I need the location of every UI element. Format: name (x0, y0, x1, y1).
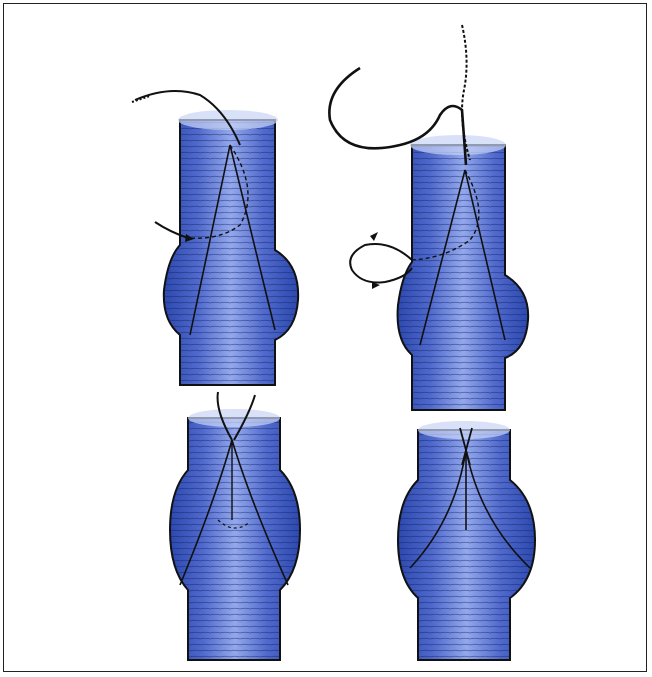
panel-bottom-left (170, 392, 300, 660)
vessel-cut-edge (178, 110, 278, 130)
vessel-hatching (164, 120, 298, 385)
vessel-hatching (398, 145, 529, 410)
arrowhead-icon (370, 232, 378, 241)
panel-top-right (329, 25, 528, 410)
vessel-cut-edge (188, 409, 280, 427)
vessel-cut-edge (410, 135, 506, 155)
suture-loop (350, 244, 412, 283)
vessel-cut-edge (418, 421, 510, 439)
panel-top-left (132, 91, 298, 385)
panel-bottom-right (398, 421, 535, 660)
